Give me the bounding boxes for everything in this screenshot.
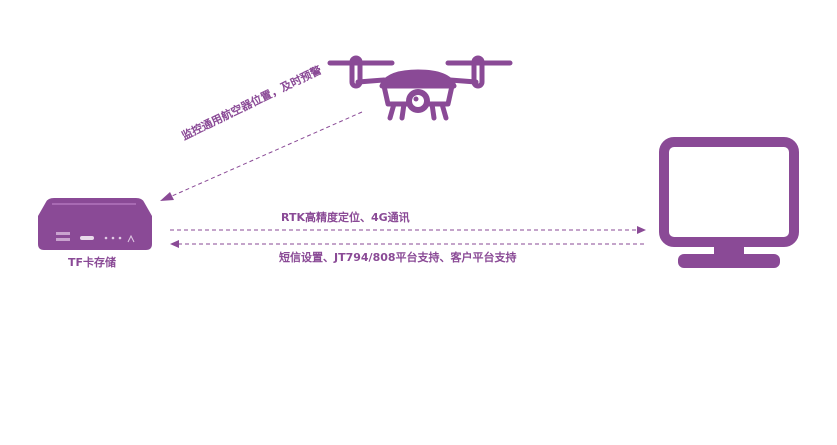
- device-storage-label: TF卡存储: [68, 256, 117, 269]
- device-monitor-link-label: RTK高精度定位、4G通讯: [281, 211, 410, 224]
- monitor-device-link-label: 短信设置、JT794/808平台支持、客户平台支持: [279, 251, 517, 264]
- link-monitor-device-arrowhead: [170, 240, 179, 248]
- drone-icon: [327, 55, 513, 121]
- tracker-device-icon: [38, 198, 152, 250]
- link-device-monitor-arrowhead: [637, 226, 646, 234]
- link-drone-device-arrowhead: [160, 192, 174, 201]
- monitor-icon: [659, 137, 799, 268]
